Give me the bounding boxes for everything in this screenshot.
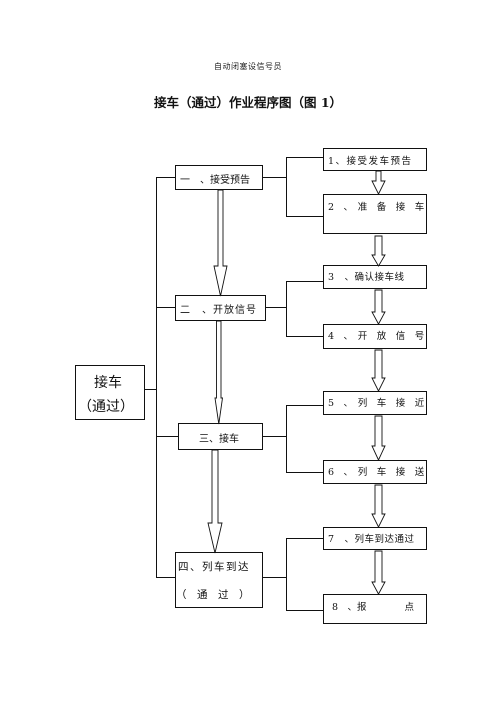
stage-receive-train: 三、接车 [178,423,263,450]
stage-receive-notice: 一 、接受预告 [175,165,263,190]
down-arrow-icon [371,170,386,196]
down-arrow-icon [371,550,386,595]
step-6: 6 、 列 车 接 送 [323,460,427,484]
step-3: 3 、确认接车线 [323,265,427,289]
step-4: 4 、 开 放 信 号 [323,324,427,349]
header-subtitle: 自动闭塞设信号员 [214,62,282,71]
step-5: 5 、 列 车 接 近 [323,391,427,415]
down-arrow-icon [371,349,386,393]
down-arrow-icon [371,484,386,529]
down-arrow-icon [213,189,228,297]
down-arrow-icon [371,415,386,462]
root-label-line1: 接车 [94,375,122,391]
stage-train-arrival: 四、列车到达 （ 通 过 ） [175,552,263,608]
diagram-title: 接车（通过）作业程序图（图 1） [153,95,343,110]
step-2: 2 、 准 备 接 车 [323,194,427,234]
down-arrow-icon [207,449,223,554]
step-1: 1、接受发车预告 [323,148,427,171]
down-arrow-icon [214,320,224,425]
step-8: 8 、报 点 [323,594,427,624]
down-arrow-icon [371,289,386,325]
root-label-line2: （通过） [78,399,134,415]
down-arrow-icon [371,235,386,267]
step-7: 7 、列车到达通过 [323,527,427,550]
root-node: 接车 （通过） [75,365,145,420]
